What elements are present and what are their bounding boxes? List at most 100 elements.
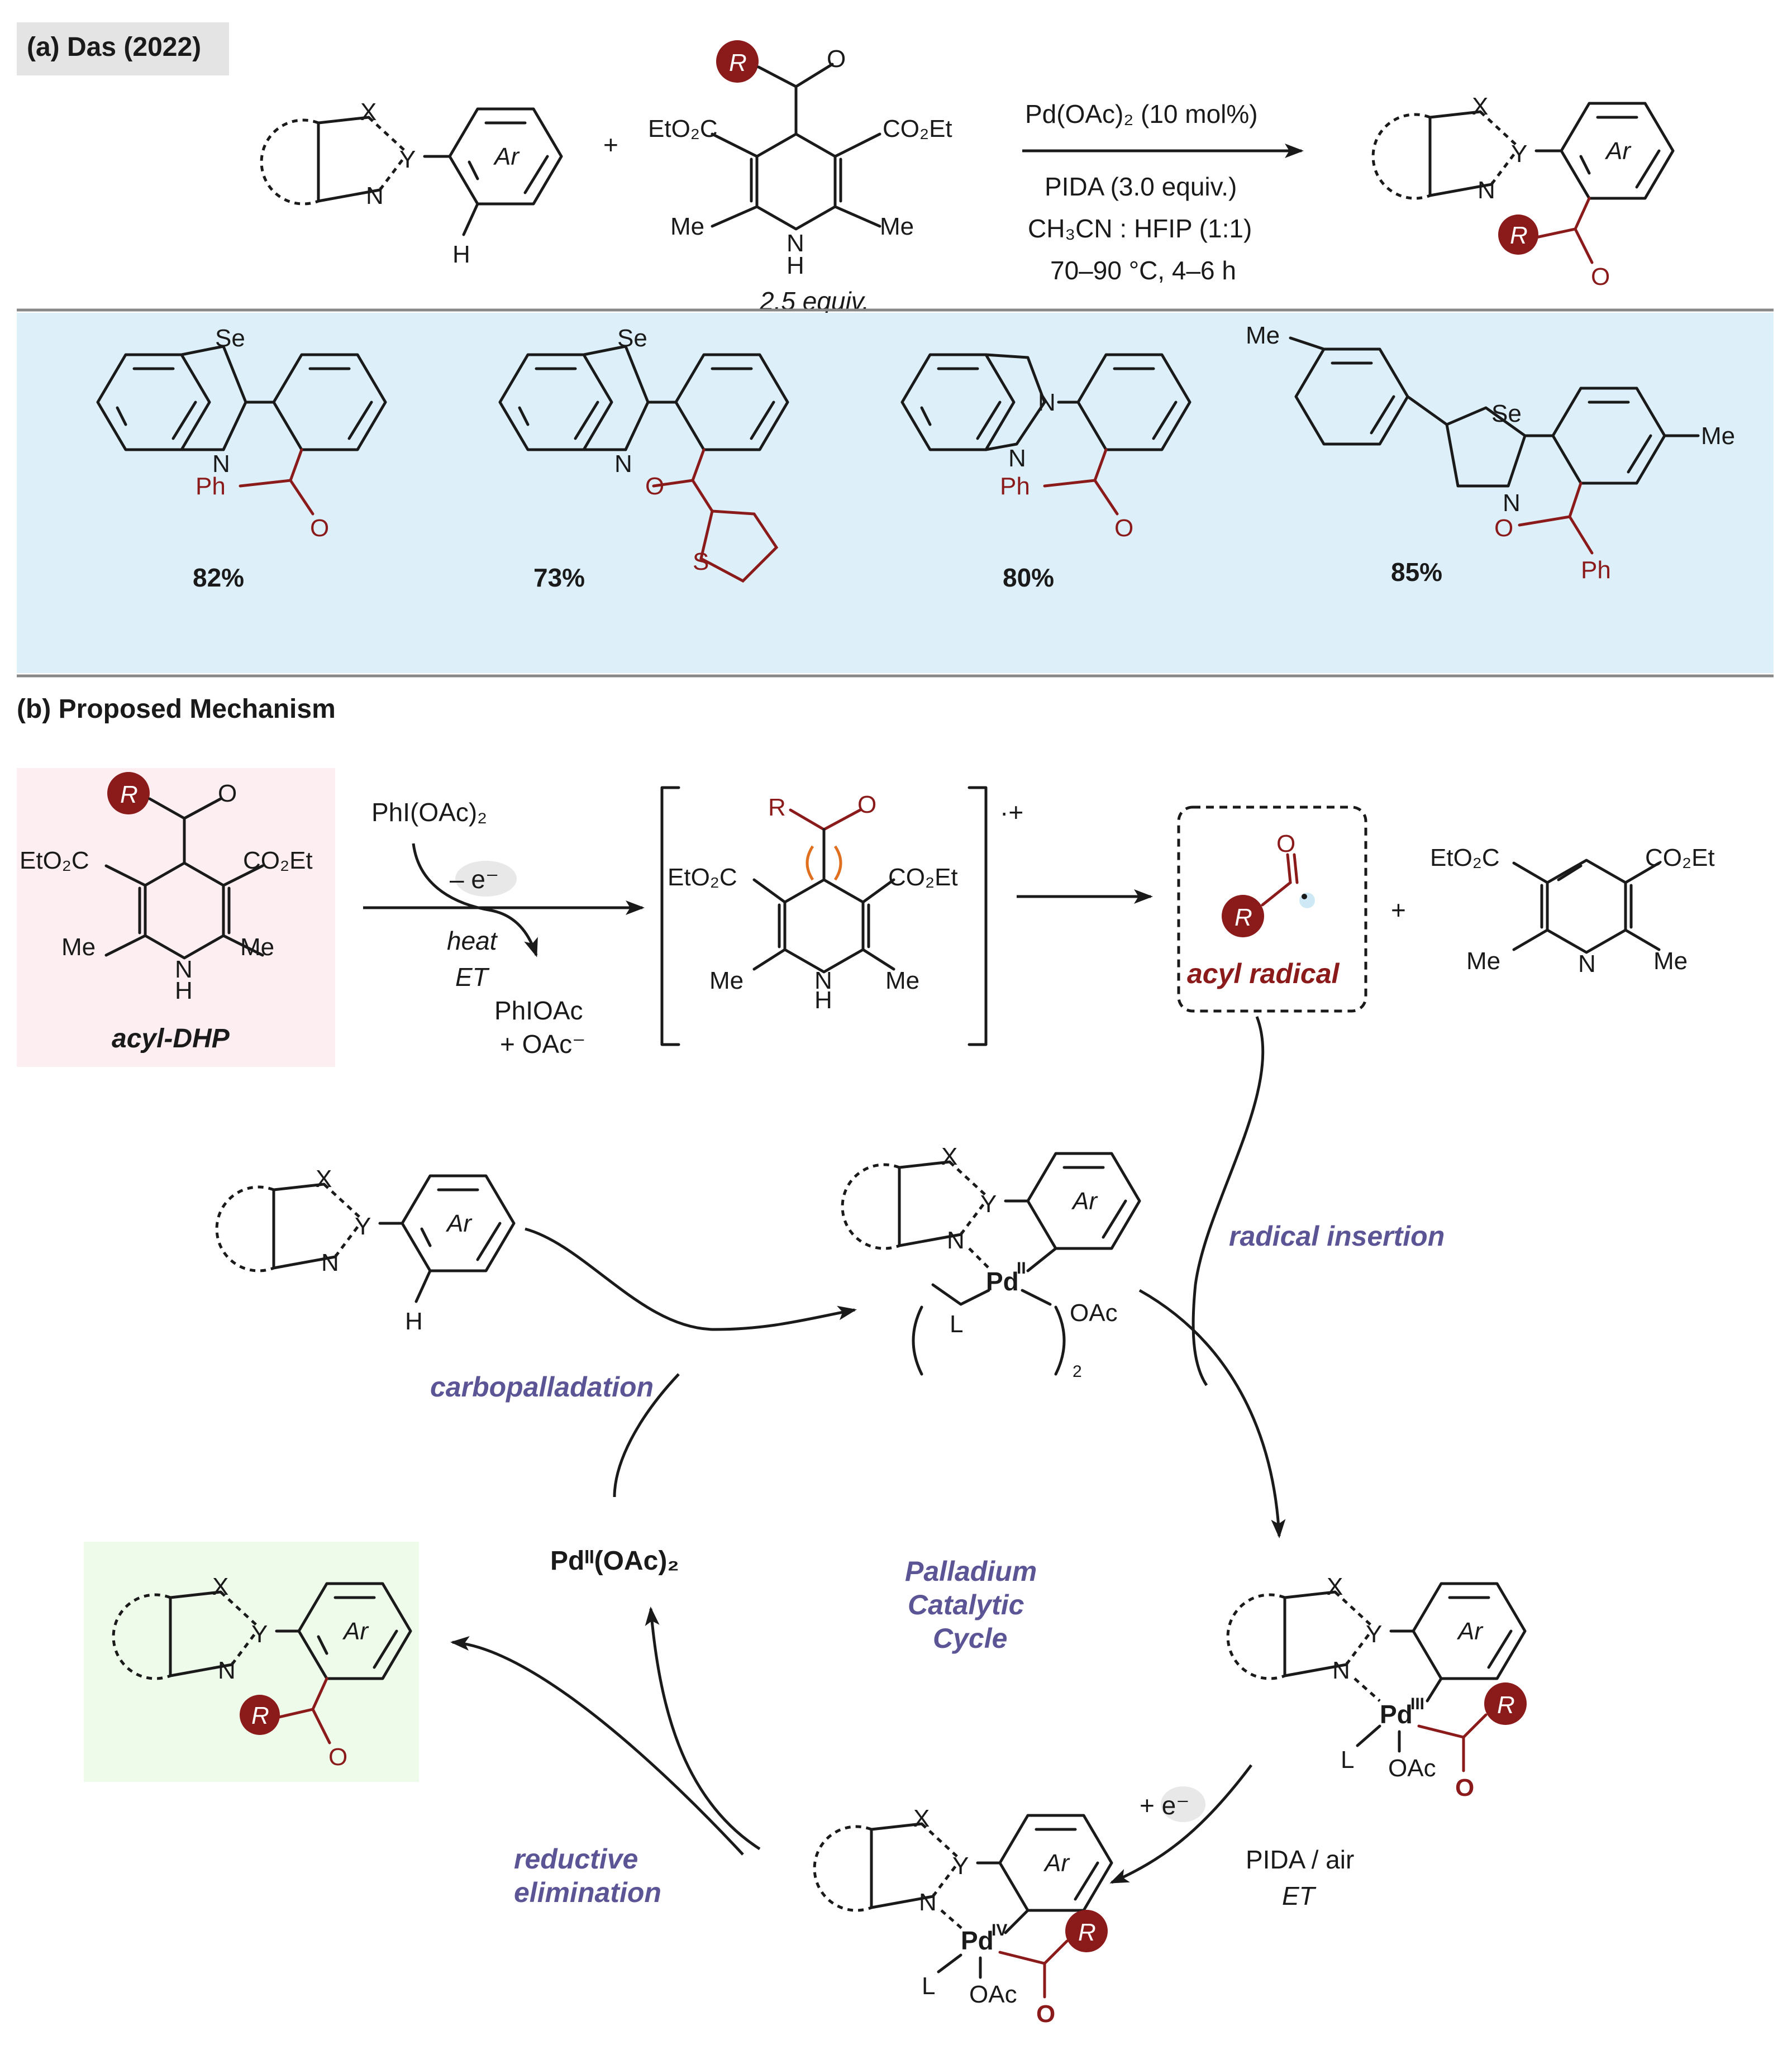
cycle-arrow-bottom (1109, 1764, 1252, 1884)
reductive-label-2: elimination (514, 1877, 661, 1908)
svg-text:Y: Y (980, 1190, 997, 1218)
svg-text:Y: Y (251, 1620, 268, 1648)
svg-text:CO₂Et: CO₂Et (888, 864, 958, 891)
acyl-radical-box (1177, 805, 1367, 1013)
yield-4: 85% (1391, 557, 1442, 587)
svg-text:O: O (827, 45, 846, 73)
svg-text:Me: Me (240, 933, 274, 961)
radical-cation-mark: ·+ (1000, 798, 1023, 827)
svg-text:Me: Me (709, 967, 744, 994)
substrate-arene: X Y N Ar H (260, 98, 563, 268)
oxidant-label: PhI(OAc)₂ (371, 798, 487, 827)
svg-text:Y: Y (399, 146, 416, 173)
svg-text:Se: Se (215, 325, 245, 352)
svg-text:Ph: Ph (1000, 473, 1030, 500)
svg-text:EtO₂C: EtO₂C (648, 115, 718, 142)
carbopalladation-label: carbopalladation (430, 1371, 654, 1403)
cycle-product: X Y N Ar R O (112, 1573, 412, 1771)
svg-text:R: R (1078, 1919, 1096, 1946)
svg-text:CO₂Et: CO₂Et (1645, 844, 1715, 871)
svg-text:+: + (1391, 895, 1406, 924)
plus-electron: + e⁻ (1140, 1791, 1190, 1820)
svg-text:heat: heat (447, 926, 498, 955)
radical-insertion-arrow (1192, 1016, 1265, 1386)
svg-text:Y: Y (1511, 140, 1527, 168)
substrate-entry-arrow (525, 1227, 857, 1331)
svg-text:X: X (360, 98, 376, 126)
svg-text:CO₂Et: CO₂Et (243, 847, 313, 874)
svg-text:III: III (1410, 1695, 1424, 1713)
palladacycle-pd4: X Y N Ar Pd IV L OAc R O (813, 1805, 1113, 2028)
acyl-dhp-box (17, 768, 335, 1067)
pyridine-byproduct: CO₂Et EtO₂C Me Me N (1430, 844, 1715, 978)
radical-insertion-label: radical insertion (1229, 1221, 1445, 1252)
acyl-radical-label: acyl radical (1187, 958, 1340, 989)
svg-text:R: R (1235, 904, 1252, 931)
reductive-elimination-arrow (450, 1636, 744, 1856)
svg-text:H: H (814, 986, 832, 1014)
bracket-left (660, 786, 680, 1046)
svg-text:EtO₂C: EtO₂C (20, 847, 89, 874)
svg-text:N: N (947, 1227, 965, 1254)
svg-text:N: N (175, 956, 193, 983)
svg-text:O: O (1036, 2000, 1055, 2028)
svg-text:X: X (1327, 1573, 1343, 1600)
acyl-dhp-structure: R O CO₂Et EtO₂C Me Me N H (20, 772, 313, 1004)
acyl-dhp-label: acyl-DHP (112, 1024, 230, 1054)
svg-text:Pd: Pd (986, 1267, 1019, 1296)
condition-oxidant: PIDA (3.0 equiv.) (1045, 172, 1237, 201)
svg-text:H: H (452, 241, 470, 268)
svg-text:2: 2 (1073, 1362, 1082, 1381)
svg-text:R: R (729, 49, 747, 77)
svg-text:Me: Me (670, 213, 704, 240)
plus-a: + (603, 130, 618, 159)
svg-text:II: II (1017, 1259, 1026, 1277)
svg-text:O: O (1114, 514, 1133, 542)
cycle-label-3: Cycle (933, 1623, 1007, 1654)
curved-oxidant-arrow (412, 843, 538, 957)
bracket-right (968, 786, 988, 1046)
svg-text:H: H (787, 252, 804, 279)
svg-text:H: H (175, 977, 193, 1004)
svg-text:R: R (768, 794, 786, 821)
panel-a-title-box (17, 22, 229, 75)
svg-text:Ph: Ph (1581, 556, 1611, 584)
svg-text:N: N (814, 967, 832, 994)
svg-text:Me: Me (1246, 322, 1280, 349)
cycle-arrow-right (1138, 1289, 1286, 1538)
cycle-arrow-up (613, 1373, 680, 1498)
cycle-label-2: Catalytic (908, 1589, 1024, 1620)
svg-text:X: X (941, 1143, 957, 1170)
svg-text:EtO₂C: EtO₂C (1430, 844, 1500, 871)
yield-3: 80% (1003, 563, 1054, 592)
svg-text:N: N (919, 1889, 937, 1916)
svg-text:O: O (1455, 1774, 1474, 1801)
panel-a-title: (a) Das (2022) (27, 32, 201, 62)
yield-2: 73% (533, 563, 585, 592)
cycle-label-1: Palladium (905, 1556, 1037, 1587)
cycle-substrate: X Y N Ar H (215, 1165, 516, 1335)
svg-text:Pd: Pd (1380, 1700, 1413, 1729)
svg-text:N: N (1008, 445, 1026, 472)
svg-text:O: O (328, 1743, 347, 1771)
svg-text:O: O (857, 791, 876, 818)
condition-catalyst: Pd(OAc)₂ (10 mol%) (1025, 99, 1258, 128)
pida-air-label: PIDA / air (1246, 1845, 1354, 1874)
radical-cation-structure: R O CO₂Et EtO₂C Me Me N H (668, 791, 958, 1014)
svg-text:O: O (1591, 263, 1610, 290)
svg-text:Ar: Ar (493, 143, 520, 170)
svg-text:X: X (1472, 93, 1488, 120)
svg-text:O: O (310, 514, 329, 542)
svg-text:OAc: OAc (1388, 1755, 1436, 1782)
scope-compound-3: N N Ph O (900, 353, 1192, 542)
svg-text:Me: Me (1653, 947, 1688, 975)
svg-text:R: R (1510, 222, 1528, 249)
palladacycle-pd3: X Y N Ar Pd III L OAc R O (1226, 1573, 1527, 1801)
svg-text:N: N (218, 1657, 236, 1684)
palladacycle-pd2: X Y N Ar Pd II Ar L OAc 2 (841, 1143, 1141, 1381)
svg-text:Ph: Ph (196, 473, 226, 500)
condition-solvent: CH₃CN : HFIP (1:1) (1028, 214, 1252, 243)
svg-text:Ar: Ar (1456, 1618, 1484, 1645)
svg-text:Me: Me (61, 933, 96, 961)
